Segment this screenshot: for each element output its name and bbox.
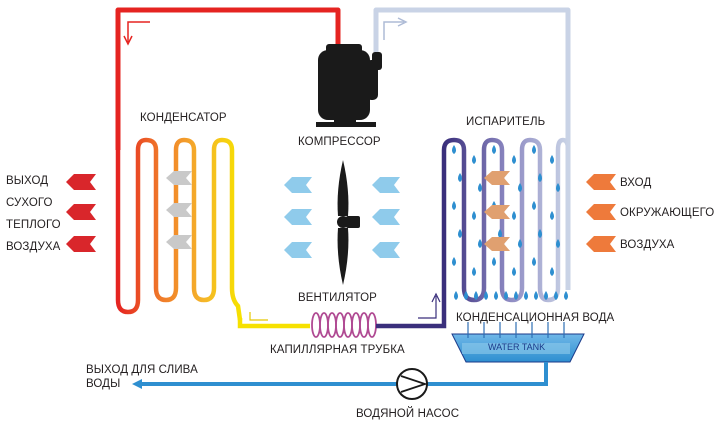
condenser-coil xyxy=(115,137,243,321)
water-drop-icon xyxy=(458,173,462,182)
water-drop-icon xyxy=(484,291,488,300)
flow-arrow-icon xyxy=(127,21,150,42)
heat-arrow-icon xyxy=(484,205,510,219)
water-drop-icon xyxy=(550,155,554,164)
condenser-label: КОНДЕНСАТОР xyxy=(140,112,227,124)
input-air-label-3: ВОЗДУХА xyxy=(620,239,675,251)
water-drop-icon xyxy=(512,211,516,220)
water-drop-icon xyxy=(538,229,542,238)
water-drop-icon xyxy=(454,291,458,300)
heat-arrow-icon xyxy=(484,237,510,251)
water-drop-icon xyxy=(554,291,558,300)
capillary-label: КАПИЛЛЯРНАЯ ТРУБКА xyxy=(270,344,405,356)
water-drop-icon xyxy=(504,291,508,300)
cool-air-arrows xyxy=(284,177,400,258)
water-tank xyxy=(451,333,585,363)
pump-label: ВОДЯНОЙ НАСОС xyxy=(356,408,460,420)
heat-arrow-icon xyxy=(166,203,192,217)
water-drop-icon xyxy=(512,155,516,164)
water-drop-icon xyxy=(534,291,538,300)
cool-air-arrow-icon xyxy=(372,177,400,193)
pump-icon xyxy=(396,368,428,400)
compressor-icon xyxy=(316,44,382,127)
flow-arrow-icon xyxy=(418,296,437,319)
cool-air-arrow-icon xyxy=(284,209,312,225)
heat-arrows xyxy=(166,171,510,251)
heat-arrow-icon xyxy=(166,235,192,249)
input-air-arrow-icon xyxy=(586,174,616,190)
water-drop-icon xyxy=(518,183,522,192)
water-drop-icon xyxy=(550,267,554,276)
water-drop-icon xyxy=(512,267,516,276)
cool-air-arrow-icon xyxy=(284,177,312,193)
water-drop-icon xyxy=(452,257,456,266)
evaporator-coil xyxy=(441,137,571,303)
water-drop-icon xyxy=(544,291,548,300)
water-drop-icon xyxy=(492,145,496,154)
water-drop-icon xyxy=(564,291,568,300)
heat-arrow-icon xyxy=(166,171,192,185)
output-air-arrow-icon xyxy=(66,236,96,252)
water-drop-icon xyxy=(538,173,542,182)
input-air-label-1: ВХОД xyxy=(620,177,652,189)
water-drop-icon xyxy=(494,291,498,300)
water-drop-icon xyxy=(472,267,476,276)
drain-pipe xyxy=(140,362,548,386)
water-drop-icon xyxy=(464,291,468,300)
output-air-label-4: ВОЗДУХА xyxy=(6,241,61,253)
evaporator-label: ИСПАРИТЕЛЬ xyxy=(466,116,546,128)
flow-arrow-icon xyxy=(383,21,404,40)
water-drop-icon xyxy=(524,291,528,300)
water-drop-icon xyxy=(498,229,502,238)
compressor-label: КОМПРЕССОР xyxy=(298,136,381,148)
input-air-label-2: ОКРУЖАЮЩЕГО xyxy=(620,207,715,219)
water-drop-icon xyxy=(532,201,536,210)
cool-air-arrow-icon xyxy=(372,242,400,258)
drain-arrow-icon xyxy=(132,379,142,389)
water-drop-icon xyxy=(514,291,518,300)
flow-arrow-icon xyxy=(249,312,268,321)
cool-air-arrow-icon xyxy=(284,242,312,258)
water-drop-icon xyxy=(474,291,478,300)
water-drops xyxy=(452,145,568,300)
liquid-pipe xyxy=(237,318,310,329)
water-drop-icon xyxy=(532,257,536,266)
water-drop-icon xyxy=(472,155,476,164)
water-drop-icon xyxy=(492,257,496,266)
output-air-arrow-icon xyxy=(66,204,96,220)
water-drop-icon xyxy=(518,239,522,248)
water-drop-icon xyxy=(532,145,536,154)
water-drop-icon xyxy=(472,211,476,220)
heat-arrow-icon xyxy=(484,171,510,185)
input-air-arrows xyxy=(586,174,616,252)
output-air-label-2: СУХОГО xyxy=(6,197,53,209)
water-drop-icon xyxy=(478,183,482,192)
water-drop-icon xyxy=(452,145,456,154)
water-drop-icon xyxy=(458,229,462,238)
hot-gas-pipe xyxy=(115,7,341,150)
output-air-label-1: ВЫХОД xyxy=(6,175,49,187)
cool-air-arrow-icon xyxy=(372,209,400,225)
fan-label: ВЕНТИЛЯТОР xyxy=(298,292,377,304)
water-drop-icon xyxy=(556,183,560,192)
fan-icon xyxy=(337,160,360,285)
water-drop-icon xyxy=(550,211,554,220)
drip-arrows xyxy=(467,322,565,338)
input-air-arrow-icon xyxy=(586,204,616,220)
output-air-arrows xyxy=(66,174,96,252)
water-tank-label: WATER TANK xyxy=(488,342,546,352)
condensate-label: КОНДЕНСАЦИОННАЯ ВОДА xyxy=(456,312,615,324)
water-drop-icon xyxy=(452,201,456,210)
output-air-arrow-icon xyxy=(66,174,96,190)
input-air-arrow-icon xyxy=(586,236,616,252)
liquid-pipe-cold xyxy=(376,150,447,329)
drain-label-line1: ВЫХОД ДЛЯ СЛИВА xyxy=(86,364,198,376)
output-air-label-3: ТЕПЛОГО xyxy=(6,219,61,231)
water-drop-icon xyxy=(478,239,482,248)
capillary-tube xyxy=(311,312,377,338)
drain-label-line2: ВОДЫ xyxy=(86,378,121,390)
water-drop-icon xyxy=(556,239,560,248)
